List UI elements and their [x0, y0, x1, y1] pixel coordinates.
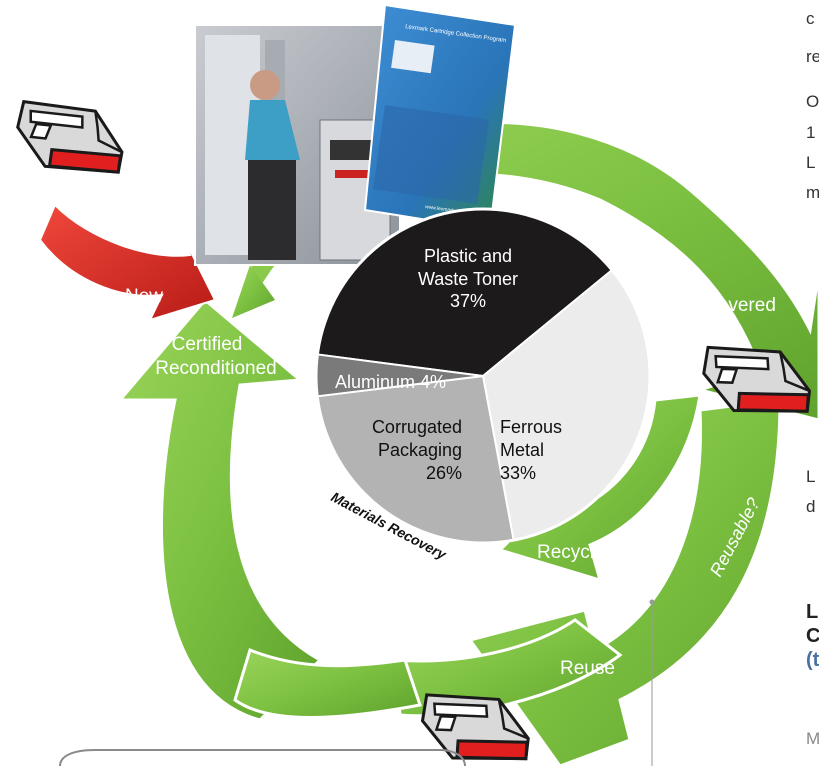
pie-label-corrugated-line1: Corrugated [372, 417, 462, 437]
pie-label-corrugated-line2: Packaging [378, 440, 462, 460]
label-recovered: Recovered [684, 295, 776, 316]
right-text-l8: d [806, 497, 816, 516]
right-text-l2: re [806, 47, 819, 66]
label-certified-line2: Reconditioned [155, 358, 276, 379]
right-heading-l3: (t [806, 649, 819, 671]
pie-label-plastic-line2: Waste Toner [418, 269, 518, 289]
label-reuse: Reuse [560, 658, 615, 679]
pie-label-plastic-line1: Plastic and [424, 246, 512, 266]
pie-label-corrugated-pct: 26% [426, 463, 462, 483]
label-certified-line1: Certified [172, 334, 243, 355]
pie-label-ferrous-line2: Metal [500, 440, 544, 460]
label-new: New [125, 286, 163, 307]
right-text-l4: 1 [806, 123, 816, 142]
recycling-brochure: Lexmark Cartridge Collection Program www… [363, 3, 517, 232]
green-cycle-ring [116, 121, 819, 766]
info-box-outline [59, 749, 466, 766]
right-text-l1: c [806, 9, 815, 28]
photo-technician [194, 24, 401, 266]
pie-label-ferrous-line1: Ferrous [500, 417, 562, 437]
right-heading-l1: L [806, 601, 819, 623]
cartridge-icon-new [2, 83, 138, 195]
label-recycle: Recycle [537, 542, 605, 563]
right-heading-l2: C [806, 625, 819, 647]
pie-label-ferrous-pct: 33% [500, 463, 536, 483]
right-text-l3: O [806, 92, 819, 111]
new-arrow [38, 203, 217, 322]
pie-outline [314, 207, 652, 545]
right-text-l9: M [806, 729, 819, 748]
materials-recovery-pie [314, 207, 652, 545]
right-text-l6: m [806, 183, 819, 202]
pie-label-plastic-pct: 37% [450, 291, 486, 311]
leader-dot [649, 599, 655, 605]
right-text-l5: L [806, 153, 816, 172]
pie-label-aluminum: Aluminum 4% [335, 372, 446, 392]
right-text-l7: L [806, 467, 816, 486]
